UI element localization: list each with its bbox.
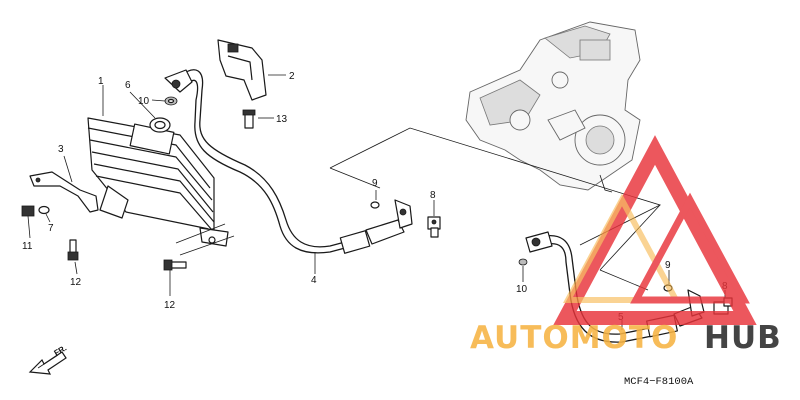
- watermark-brand-suffix: HUB: [704, 320, 782, 356]
- callout-3: 3: [58, 144, 64, 155]
- sealing-washer-left: [164, 96, 178, 106]
- bolt-12-bottom: [163, 259, 187, 271]
- nut-11: [21, 205, 35, 217]
- banjo-bolt-left: [427, 216, 441, 238]
- callout-13: 13: [276, 114, 288, 125]
- washer-left: [370, 201, 380, 209]
- callout-4: 4: [311, 275, 317, 286]
- callout-10-right: 10: [516, 284, 528, 295]
- grommet: [149, 117, 171, 133]
- diagram-code: MCF4−F8100A: [624, 376, 694, 388]
- callout-1: 1: [98, 76, 104, 87]
- callout-12-bottom: 12: [164, 300, 176, 311]
- watermark-text: AUTOMOTO HUB: [470, 320, 782, 356]
- engine-block: [465, 21, 641, 193]
- callout-10-left: 10: [138, 96, 150, 107]
- front-label: FR.: [53, 343, 69, 357]
- callout-2: 2: [289, 71, 295, 82]
- callout-12-left: 12: [70, 277, 82, 288]
- callout-8-left: 8: [430, 190, 436, 201]
- callout-7: 7: [48, 223, 54, 234]
- watermark-brand-main: AUTOMOTO: [470, 320, 678, 356]
- watermark-logo: [553, 135, 757, 325]
- washer-7: [38, 205, 50, 215]
- bolt-13: [242, 109, 256, 129]
- front-direction-arrow: FR.: [28, 343, 69, 375]
- callout-6: 6: [125, 80, 131, 91]
- callout-9-left: 9: [372, 178, 378, 189]
- oil-cooler: [87, 85, 229, 247]
- oil-pipe-a: [164, 69, 413, 254]
- bolt-12-left: [67, 239, 79, 261]
- callout-11: 11: [22, 241, 33, 252]
- sealing-washer-right: [518, 258, 528, 266]
- callout-9-right: 9: [665, 260, 671, 271]
- hose-clamp: [217, 39, 267, 101]
- bracket: [29, 171, 99, 213]
